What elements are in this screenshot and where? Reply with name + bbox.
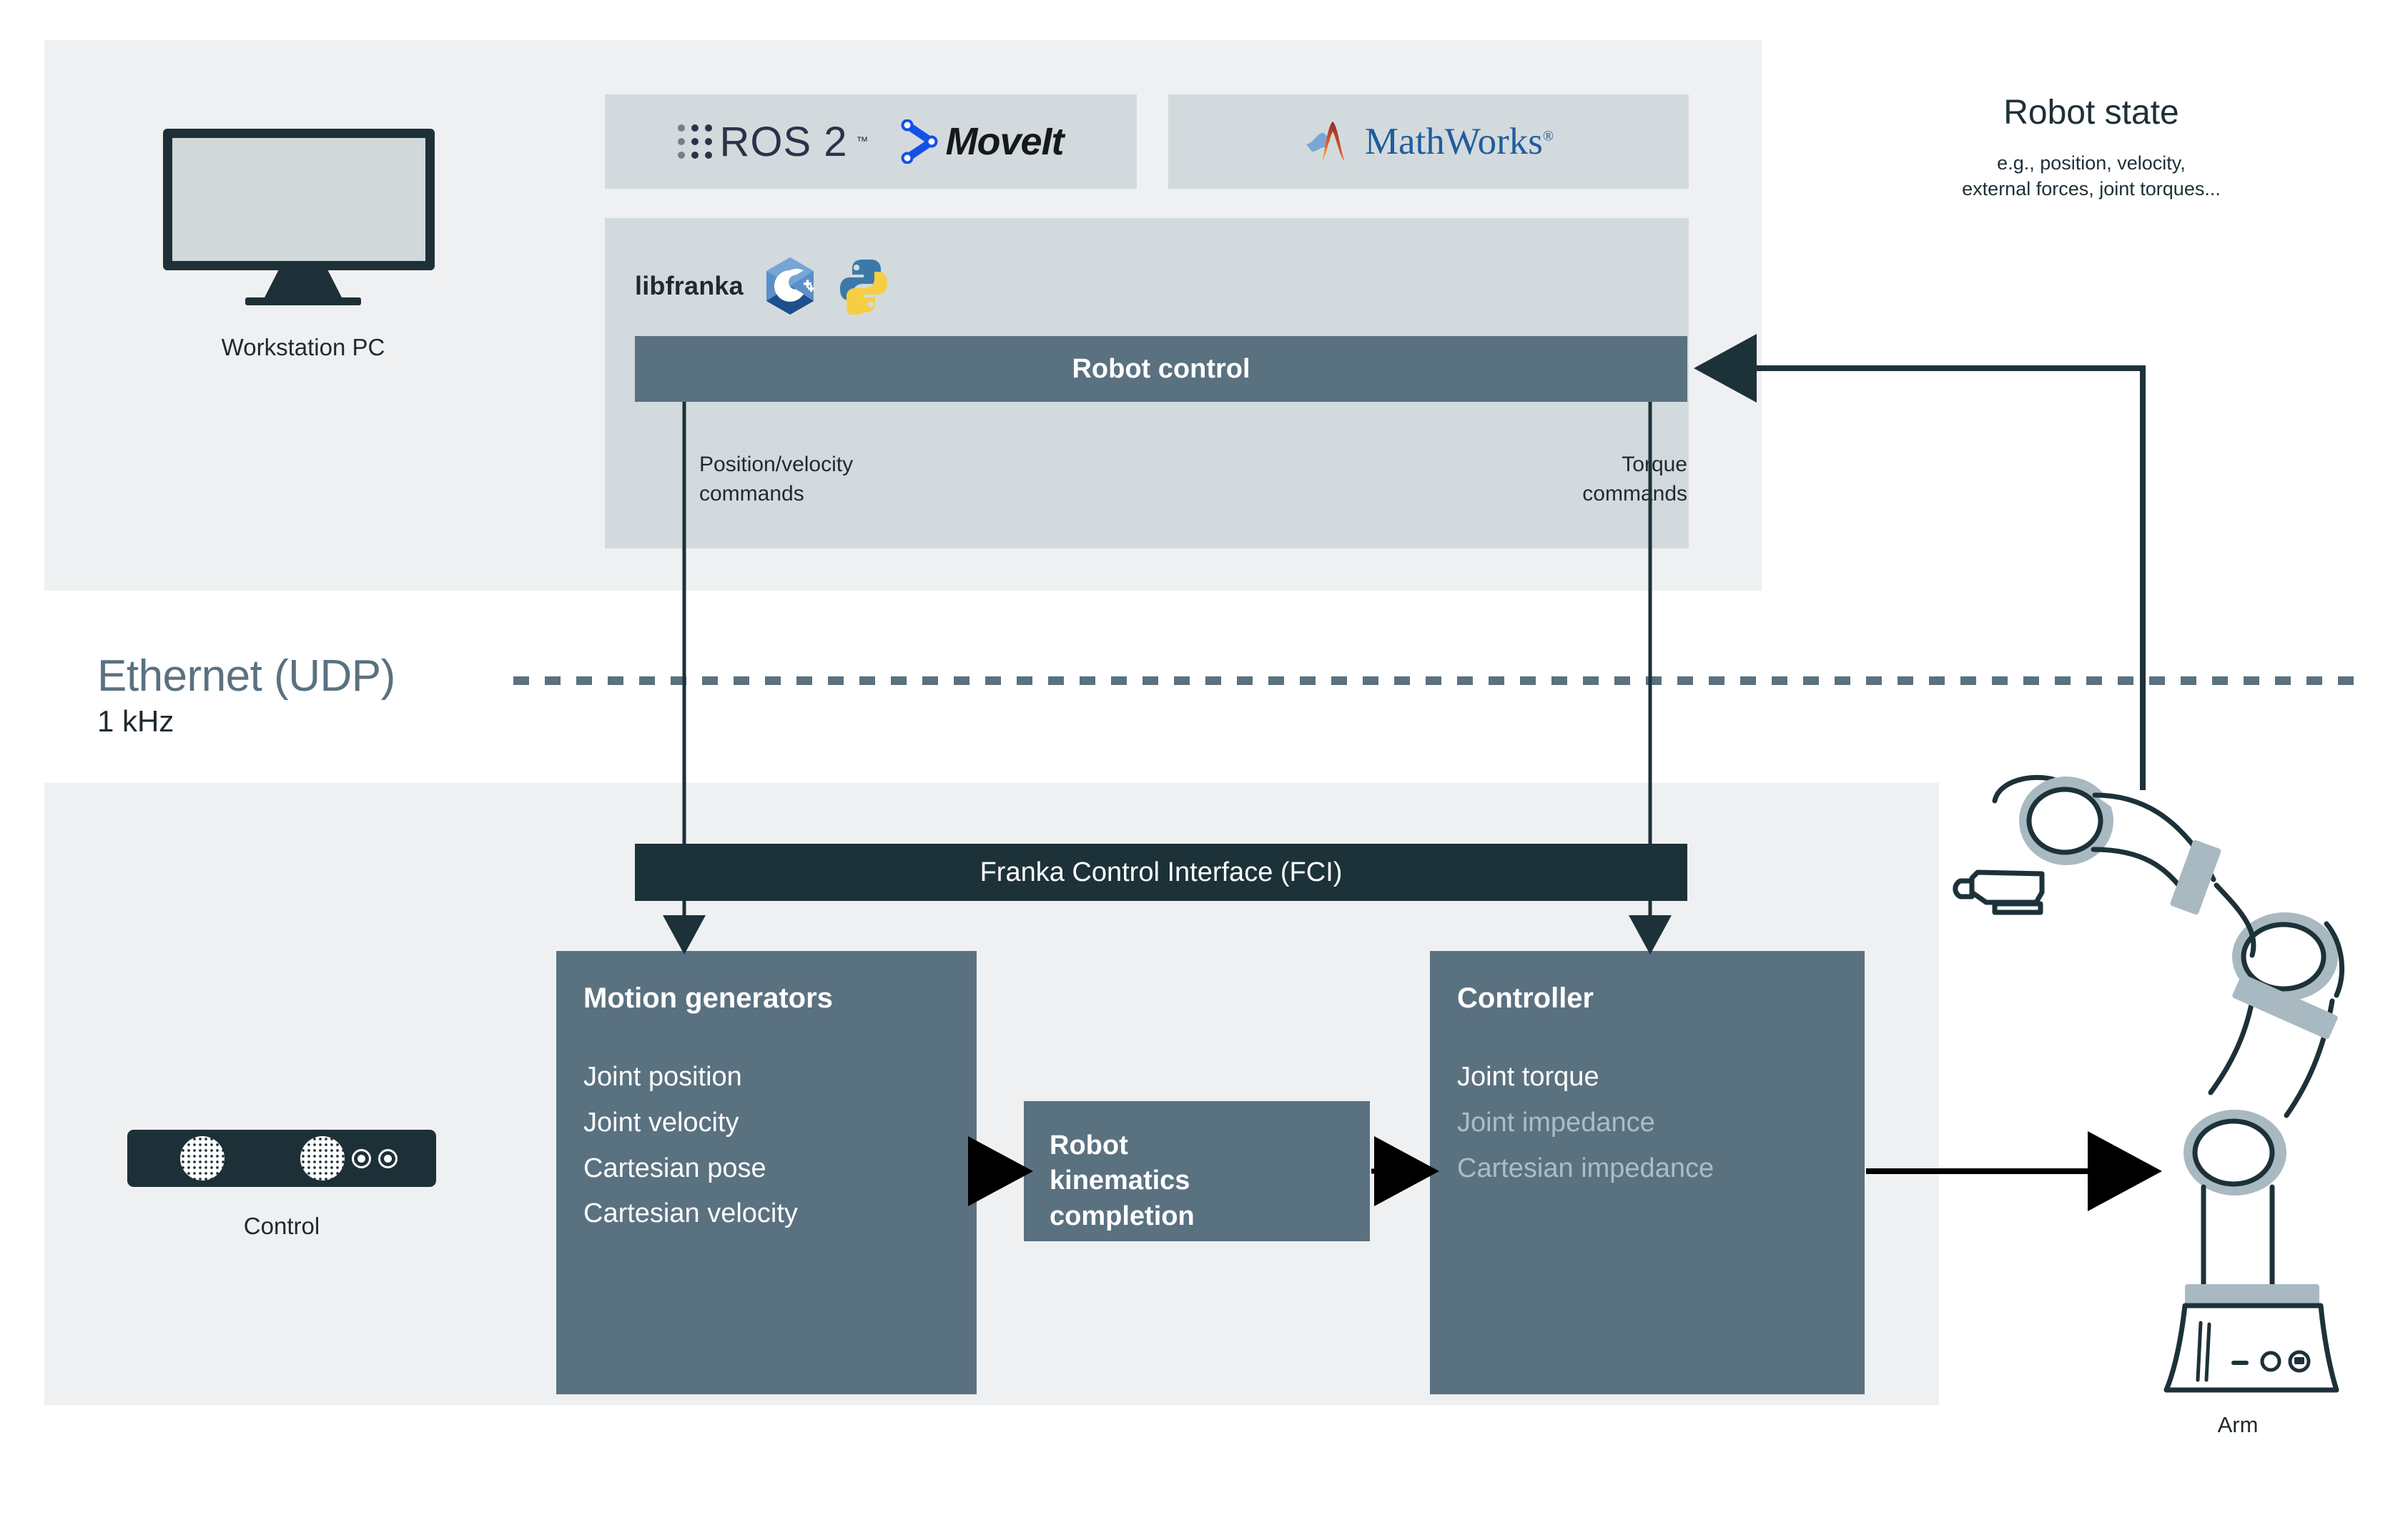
workstation-pc: Workstation PC	[163, 129, 443, 361]
mathworks-label: MathWorks®	[1364, 121, 1554, 162]
arm-label-wrap: Arm	[2159, 1412, 2316, 1438]
python-logo-icon	[839, 260, 887, 315]
ethernet-title: Ethernet (UDP)	[97, 651, 395, 701]
robot-arm-icon	[1953, 774, 2345, 1393]
control-vent-right	[300, 1136, 345, 1180]
controller-block[interactable]: Controller Joint torque Joint impedance …	[1430, 951, 1865, 1394]
robot-state-sub-line2: external forces, joint torques...	[1962, 177, 2221, 199]
mathworks-registered: ®	[1542, 128, 1554, 144]
ros2-dots-icon	[678, 124, 713, 159]
ros2-trademark: ™	[856, 134, 869, 148]
robot-state-subtitle: e.g., position, velocity, external force…	[1870, 151, 2313, 202]
controller-item-joint-impedance: Joint impedance	[1457, 1107, 1655, 1138]
fci-bar[interactable]: Franka Control Interface (FCI)	[635, 844, 1687, 901]
mathworks-logo: MathWorks®	[1303, 116, 1554, 167]
pos-vel-line2: commands	[699, 481, 804, 506]
robot-state-annotation: Robot state e.g., position, velocity, ex…	[1870, 93, 2313, 202]
control-unit-label: Control	[243, 1213, 320, 1239]
motion-generator-item-joint-velocity: Joint velocity	[583, 1107, 739, 1138]
ros2-logo: ROS 2 ™	[678, 118, 869, 166]
controller-item-cartesian-impedance: Cartesian impedance	[1457, 1153, 1714, 1183]
robot-control-bar[interactable]: Robot control	[635, 336, 1687, 402]
robot-state-feedback-wire	[1694, 334, 2146, 790]
ros2-label: ROS 2	[719, 118, 848, 165]
torque-line1: Torque	[1622, 453, 1687, 476]
workstation-pc-label: Workstation PC	[221, 334, 385, 360]
libfranka-row: libfranka	[635, 256, 891, 316]
motion-generators-title: Motion generators	[583, 982, 833, 1014]
moveit-logo: MoveIt	[900, 119, 1065, 164]
monitor-stand-base	[245, 297, 361, 305]
ros2-moveit-box[interactable]: ROS 2 ™ MoveIt	[605, 94, 1137, 189]
torque-commands-label: Torque commands	[1494, 450, 1687, 508]
kinematics-line3: completion	[1050, 1201, 1195, 1231]
ethernet-annotation: Ethernet (UDP) 1 kHz	[97, 651, 395, 739]
mathworks-membrane-icon	[1306, 122, 1345, 163]
control-port-ethernet-icon	[352, 1148, 371, 1168]
control-port-power-icon	[378, 1148, 398, 1168]
controller-item-joint-torque: Joint torque	[1457, 1062, 1599, 1092]
motion-generators-block[interactable]: Motion generators Joint position Joint v…	[556, 951, 977, 1394]
cpp-logo-icon	[766, 257, 814, 315]
libfranka-label: libfranka	[635, 271, 744, 300]
kinematics-line2: kinematics	[1050, 1165, 1190, 1196]
robot-control-label: Robot control	[1072, 353, 1250, 384]
robot-kinematics-completion-block[interactable]: Robot kinematics completion	[1024, 1101, 1370, 1241]
torque-line2: commands	[1582, 481, 1687, 506]
pos-vel-line1: Position/velocity	[699, 453, 854, 476]
robot-state-sub-line1: e.g., position, velocity,	[1997, 152, 2186, 174]
fci-label: Franka Control Interface (FCI)	[980, 857, 1343, 887]
position-velocity-commands-label: Position/velocity commands	[699, 450, 853, 508]
control-unit: Control	[127, 1130, 436, 1240]
monitor-icon	[163, 129, 435, 270]
moveit-chevron-icon	[901, 119, 938, 164]
control-box-icon	[127, 1130, 436, 1187]
kinematics-title: Robot kinematics completion	[1050, 1128, 1344, 1234]
control-vent-left	[180, 1136, 224, 1180]
kinematics-line1: Robot	[1050, 1130, 1128, 1160]
mathworks-box[interactable]: MathWorks®	[1168, 94, 1689, 189]
arm-label: Arm	[2217, 1412, 2259, 1437]
motion-generator-item-joint-position: Joint position	[583, 1062, 742, 1092]
moveit-label: MoveIt	[945, 120, 1065, 163]
motion-generator-item-cartesian-pose: Cartesian pose	[583, 1153, 766, 1183]
motion-generator-item-cartesian-velocity: Cartesian velocity	[583, 1198, 798, 1229]
ethernet-rate: 1 kHz	[97, 704, 174, 738]
monitor-stand-neck	[265, 270, 342, 297]
controller-title: Controller	[1457, 982, 1594, 1014]
robot-state-title: Robot state	[2003, 94, 2179, 132]
